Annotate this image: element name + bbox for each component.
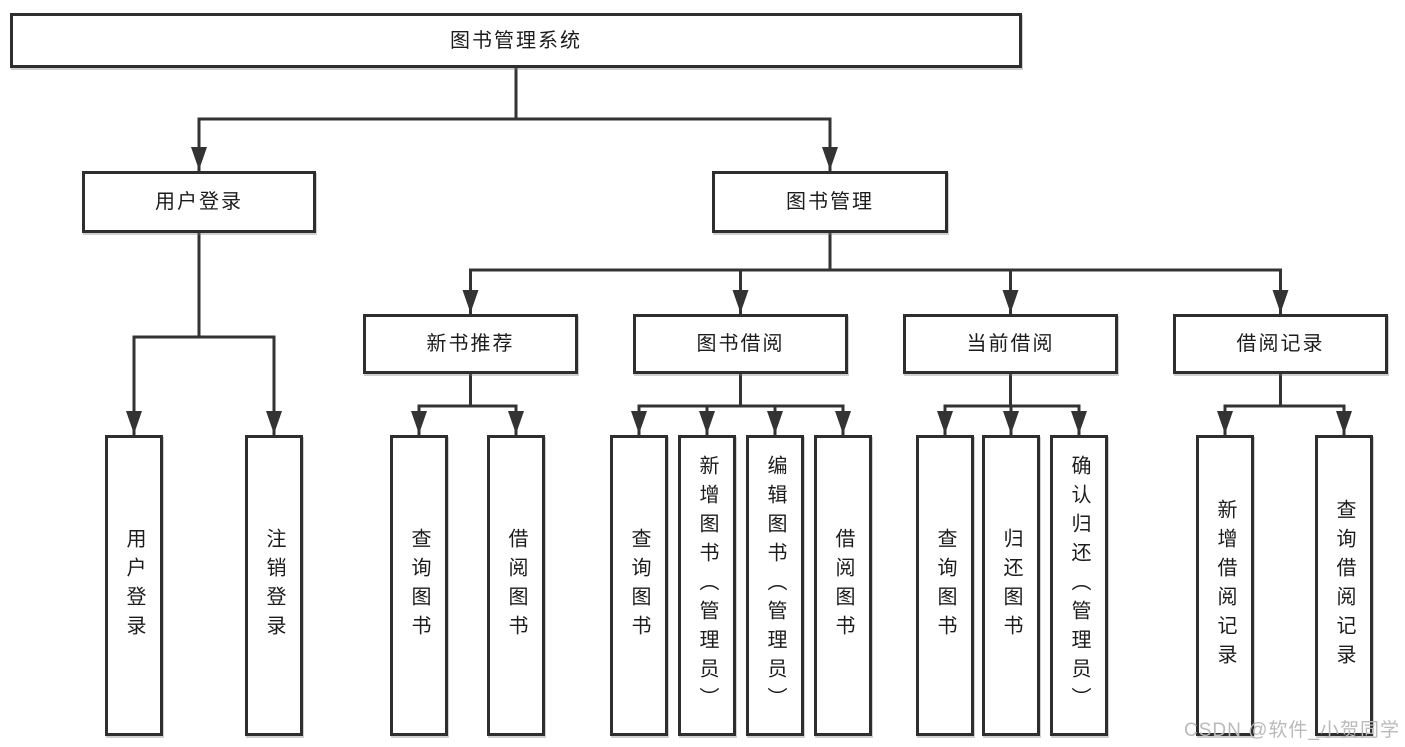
node-leaf-bb-query: 查询图书: [610, 435, 668, 736]
node-leaf-cb-return: 归还图书: [982, 435, 1040, 736]
node-user-login: 用户登录: [82, 171, 316, 233]
node-new-book-rec: 新书推荐: [363, 314, 578, 374]
node-leaf-br-query: 查询借阅记录: [1315, 435, 1373, 736]
node-leaf-nb-borrow: 借阅图书: [487, 435, 545, 736]
node-leaf-bb-add: 新增图书（管理员）: [678, 435, 736, 736]
node-label: 借阅图书: [505, 527, 527, 644]
node-borrow-records: 借阅记录: [1173, 314, 1388, 374]
node-leaf-bb-edit: 编辑图书（管理员）: [746, 435, 804, 736]
node-label: 查询借阅记录: [1333, 498, 1355, 673]
node-label: 注销登录: [263, 527, 285, 644]
node-leaf-cb-query: 查询图书: [916, 435, 974, 736]
node-label: 新增借阅记录: [1214, 498, 1236, 673]
node-leaf-user-login: 用户登录: [105, 435, 163, 736]
node-book-borrow: 图书借阅: [633, 314, 848, 374]
node-leaf-nb-query: 查询图书: [390, 435, 448, 736]
node-label: 用户登录: [155, 191, 243, 213]
node-label: 查询图书: [934, 527, 956, 644]
node-leaf-cb-confirm: 确认归还（管理员）: [1050, 435, 1108, 736]
node-label: 用户登录: [123, 527, 145, 644]
node-leaf-bb-borrow: 借阅图书: [814, 435, 872, 736]
node-current-borrow: 当前借阅: [903, 314, 1118, 374]
node-book-mgmt: 图书管理: [712, 171, 948, 233]
node-label: 查询图书: [628, 527, 650, 644]
node-label: 当前借阅: [966, 333, 1055, 355]
node-label: 图书管理: [786, 191, 874, 213]
node-label: 图书借阅: [696, 333, 785, 355]
node-label: 新书推荐: [426, 333, 515, 355]
node-label: 确认归还（管理员）: [1068, 455, 1090, 716]
node-label: 新增图书（管理员）: [696, 455, 718, 716]
node-label: 图书管理系统: [450, 29, 582, 52]
node-label: 归还图书: [1000, 527, 1022, 644]
node-label: 借阅记录: [1236, 333, 1325, 355]
node-label: 编辑图书（管理员）: [764, 455, 786, 716]
node-label: 借阅图书: [832, 527, 854, 644]
watermark: CSDN @软件_小贺同学: [1184, 720, 1400, 741]
node-label: 查询图书: [408, 527, 430, 644]
node-leaf-br-add: 新增借阅记录: [1196, 435, 1254, 736]
node-leaf-logout: 注销登录: [245, 435, 303, 736]
node-root: 图书管理系统: [10, 13, 1022, 68]
